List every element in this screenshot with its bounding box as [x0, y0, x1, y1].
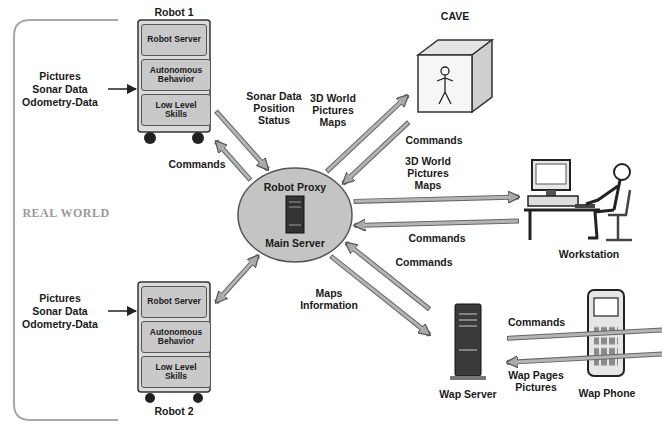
node-label: Robot 2	[134, 405, 214, 417]
module-box: Robot Server	[141, 24, 207, 56]
cave-front	[418, 55, 472, 112]
connector-label: Commands	[405, 134, 463, 146]
server-slots	[289, 202, 301, 225]
node-label: Robot Proxy	[237, 181, 353, 193]
module-text: Robot Server	[145, 35, 202, 45]
connector-arrow	[354, 197, 519, 201]
input-label: Pictures	[16, 70, 104, 83]
input-label: Pictures	[16, 292, 104, 305]
module-box: Low Level Skills	[141, 94, 211, 126]
connector-fill	[355, 197, 510, 201]
module-text: Low Level Skills	[142, 101, 210, 120]
node-label: Workstation	[522, 248, 656, 260]
module-text: Autonomous Behavior	[142, 328, 210, 347]
server-ellipse	[238, 168, 352, 262]
robot-body	[138, 20, 210, 132]
connector-outline	[507, 346, 662, 362]
monitor	[532, 160, 570, 190]
connector-outline	[354, 197, 519, 201]
connector-fill	[516, 346, 662, 362]
input-label: Odometry-Data	[16, 318, 104, 331]
node-label: Wap Server	[432, 388, 504, 400]
computer-case	[528, 196, 578, 206]
desk	[524, 210, 600, 240]
person-head	[614, 164, 630, 180]
connector-label: Commands	[395, 256, 453, 268]
robot-unit: Robot 1 Robot ServerAutonomous BehaviorLo…	[134, 4, 214, 154]
robot-wheel	[192, 132, 204, 144]
connector-label: Wap Pages Pictures	[506, 369, 566, 393]
connector-label: Commands	[508, 316, 564, 328]
workstation: Workstation	[522, 152, 656, 262]
wap-phone: Wap Phone	[568, 285, 646, 405]
input-arrow	[108, 88, 136, 90]
connector-fill	[364, 221, 518, 225]
module-box: Autonomous Behavior	[141, 59, 211, 91]
module-box: Autonomous Behavior	[141, 321, 211, 353]
connector-label: Sonar Data Position Status	[245, 90, 303, 126]
robot-wheel	[144, 132, 156, 144]
wap-server-tower	[455, 304, 481, 376]
node-label: Main Server	[237, 237, 353, 249]
region-label: REAL WORLD	[18, 206, 114, 220]
server-slots	[459, 314, 477, 350]
module-box: Robot Server	[141, 286, 207, 318]
input-label: Odometry-Data	[16, 96, 104, 109]
connector-arrow	[355, 221, 519, 225]
node-label: CAVE	[410, 10, 500, 22]
connector-label: 3D World Pictures Maps	[303, 92, 363, 128]
cave-display: CAVE	[410, 10, 500, 120]
server-icon	[286, 196, 304, 233]
keyboard	[575, 204, 595, 208]
connector-label: 3D World Pictures Maps	[398, 155, 458, 191]
connector-arrow	[507, 346, 662, 362]
connector-fill	[222, 148, 250, 179]
person-head	[441, 67, 449, 75]
phone-screen	[594, 298, 618, 316]
input-arrow	[108, 310, 136, 312]
person-figure	[437, 75, 453, 104]
module-text: Autonomous Behavior	[142, 66, 210, 85]
module-text: Robot Server	[145, 297, 202, 307]
node-label: Robot 1	[134, 6, 214, 18]
robot-unit: Robot 2 Robot ServerAutonomous BehaviorLo…	[134, 280, 214, 418]
chair	[606, 190, 632, 240]
connector-fill	[222, 262, 252, 295]
cave-side	[472, 40, 492, 112]
connector-arrow	[216, 256, 258, 303]
wap-server: Wap Server	[432, 300, 504, 405]
input-label: Sonar Data	[16, 305, 104, 318]
input-label: Sonar Data	[16, 83, 104, 96]
robot-wheel	[193, 393, 203, 403]
connector-label: Maps Information	[296, 287, 362, 311]
node-label: Wap Phone	[568, 387, 646, 399]
server-base	[450, 376, 486, 380]
robot-body	[138, 282, 210, 392]
module-text: Low Level Skills	[142, 363, 210, 382]
monitor-screen	[536, 164, 566, 184]
robot-wheel	[145, 393, 155, 403]
module-box: Low Level Skills	[141, 356, 211, 388]
connector-label: Commands	[168, 158, 226, 170]
real-world-bracket	[14, 20, 118, 420]
connector-label: Commands	[408, 232, 466, 244]
connector-outline	[216, 256, 258, 303]
main-server-ellipse: Robot ProxyMain Server	[237, 167, 353, 263]
monitor-stand	[546, 190, 556, 196]
person-figure	[586, 180, 620, 238]
connector-outline	[355, 221, 519, 225]
